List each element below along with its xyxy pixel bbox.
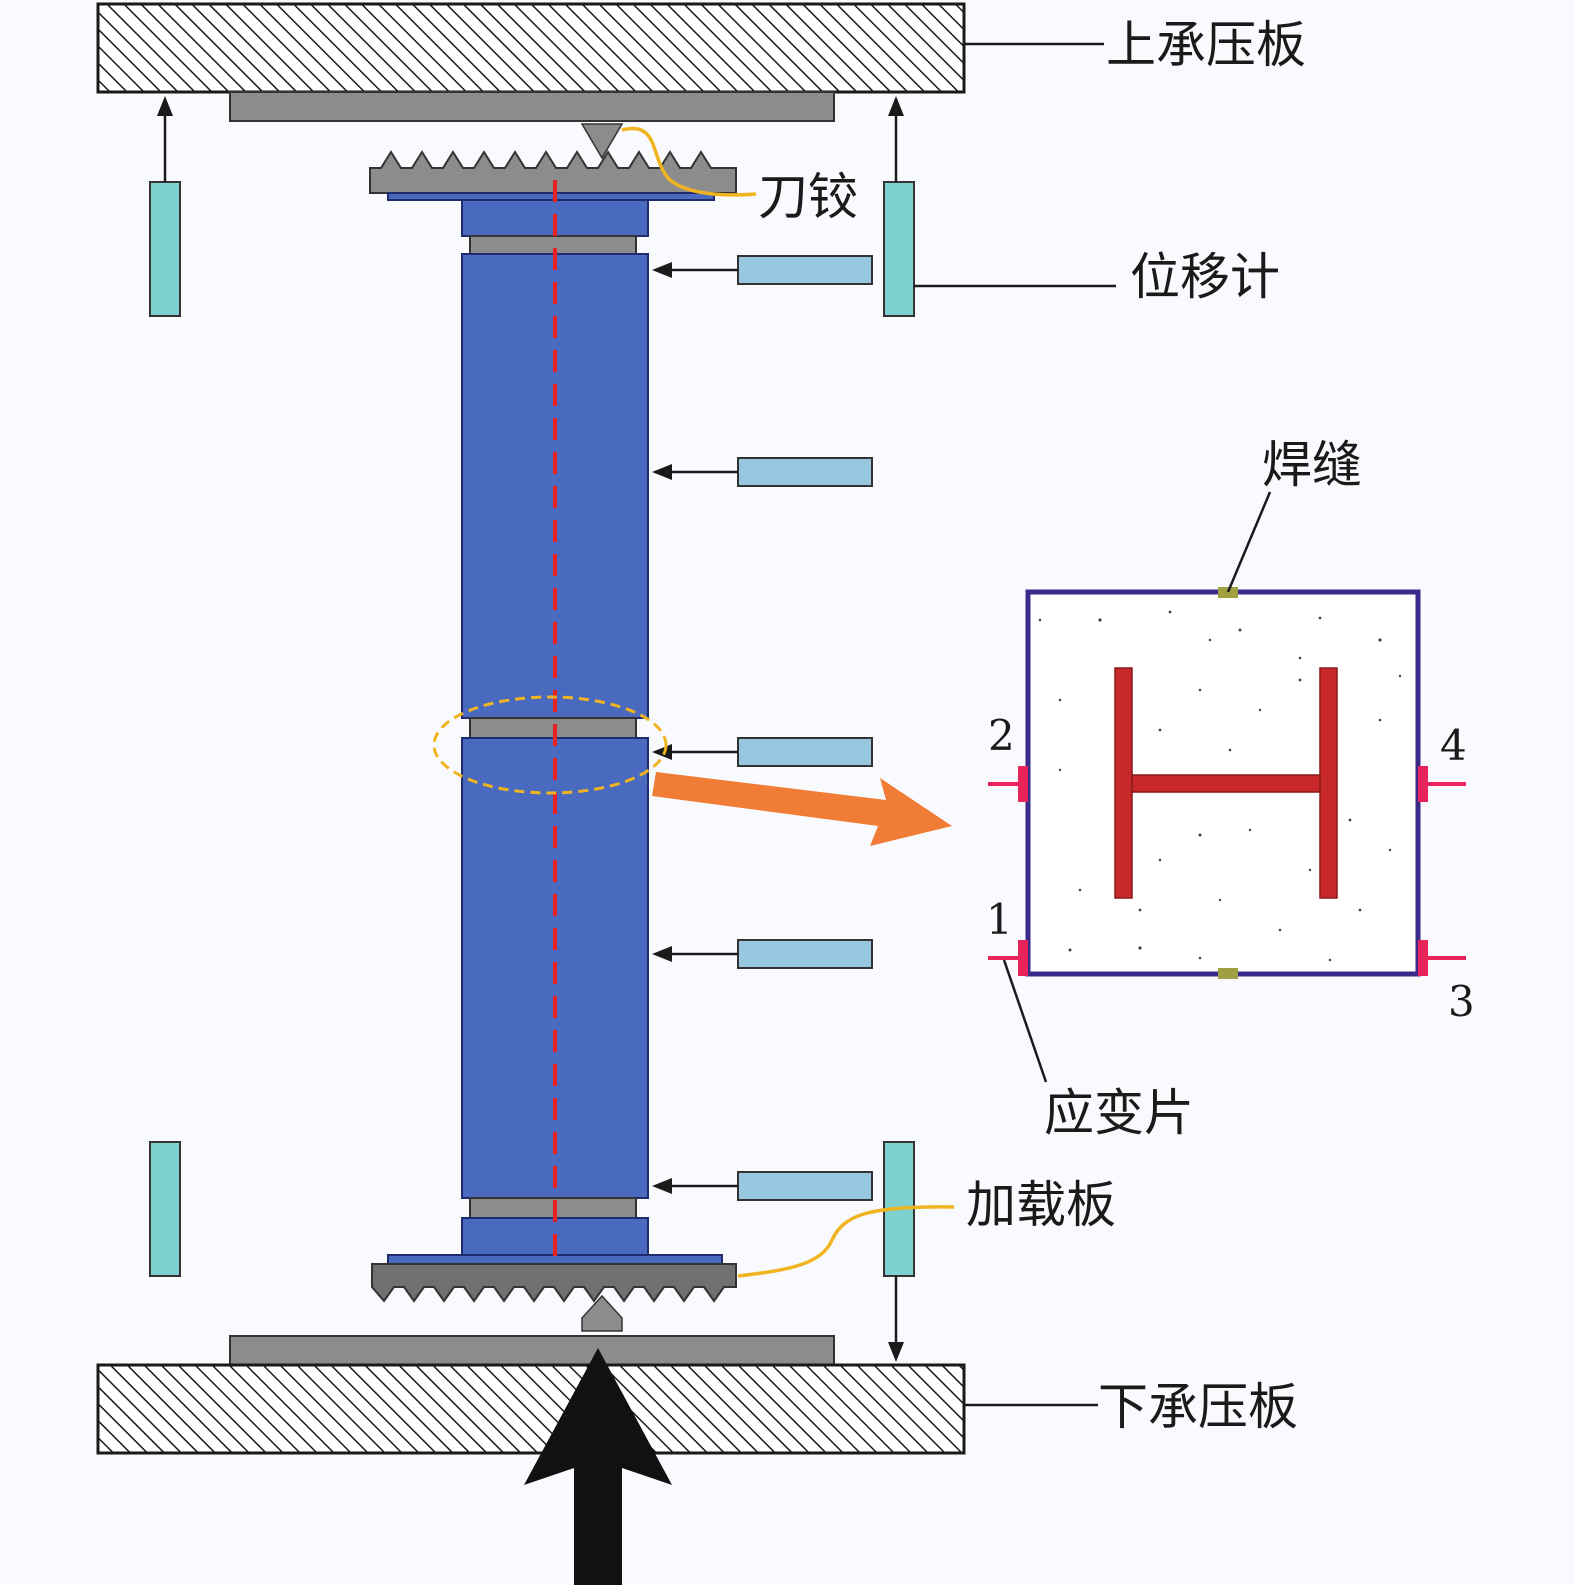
lower-knife-edge	[581, 1294, 623, 1332]
strain-gauge-4	[1418, 766, 1466, 802]
lower-gray-plate	[229, 1335, 835, 1366]
leader-knife-hinge	[621, 126, 757, 197]
label-strain-gauge: 应变片	[1044, 1084, 1194, 1142]
weld-bottom	[1218, 968, 1238, 979]
weld-top	[1218, 587, 1238, 598]
gauge-number-1: 1	[986, 895, 1013, 944]
upper-loading-plate	[387, 192, 715, 201]
lvdt-vertical-top-left	[149, 181, 181, 317]
lvdt-horizontal-1	[652, 255, 873, 285]
label-weld: 焊缝	[1262, 436, 1362, 494]
label-knife-hinge: 刀铰	[758, 168, 858, 226]
label-loading-plate: 加载板	[966, 1176, 1116, 1234]
gauge-number-4: 4	[1440, 721, 1467, 770]
leader-strain-gauge	[1002, 959, 1048, 1083]
joint-highlight-ellipse	[432, 695, 668, 795]
lvdt-horizontal-4	[652, 939, 873, 969]
lvdt-horizontal-3	[652, 737, 873, 767]
upper-gray-plate	[229, 91, 835, 122]
leader-loading-plate	[737, 1205, 955, 1278]
lower-bearing-plate	[96, 1363, 966, 1455]
load-arrow	[524, 1348, 672, 1585]
upper-knife-edge	[580, 123, 624, 160]
arrowhead-top-left	[157, 96, 173, 116]
label-upper-bearing-plate: 上承压板	[1106, 16, 1306, 74]
upper-serrated-plate	[369, 150, 737, 194]
lvdt-vertical-top-right	[883, 181, 915, 317]
zoom-arrow	[652, 772, 952, 846]
label-lower-bearing-plate: 下承压板	[1098, 1378, 1298, 1436]
arrowhead-top-right	[888, 96, 904, 116]
strain-gauge-1	[988, 940, 1028, 976]
strain-gauge-2	[988, 766, 1028, 802]
gauge-number-3: 3	[1448, 977, 1475, 1026]
arrowhead-bottom-right	[888, 1342, 904, 1362]
gauge-number-2: 2	[988, 711, 1015, 760]
lower-loading-plate	[387, 1254, 723, 1265]
h-steel-section	[1114, 667, 1338, 899]
lvdt-vertical-bottom-left	[149, 1141, 181, 1277]
lvdt-horizontal-5	[652, 1171, 873, 1201]
label-displacement-meter: 位移计	[1130, 248, 1280, 306]
concrete-speckles	[1038, 610, 1402, 962]
strain-gauge-3	[1418, 940, 1466, 976]
leader-weld	[1226, 491, 1272, 593]
lvdt-horizontal-2	[652, 457, 873, 487]
lower-serrated-plate	[371, 1263, 737, 1303]
upper-bearing-plate	[96, 2, 966, 94]
